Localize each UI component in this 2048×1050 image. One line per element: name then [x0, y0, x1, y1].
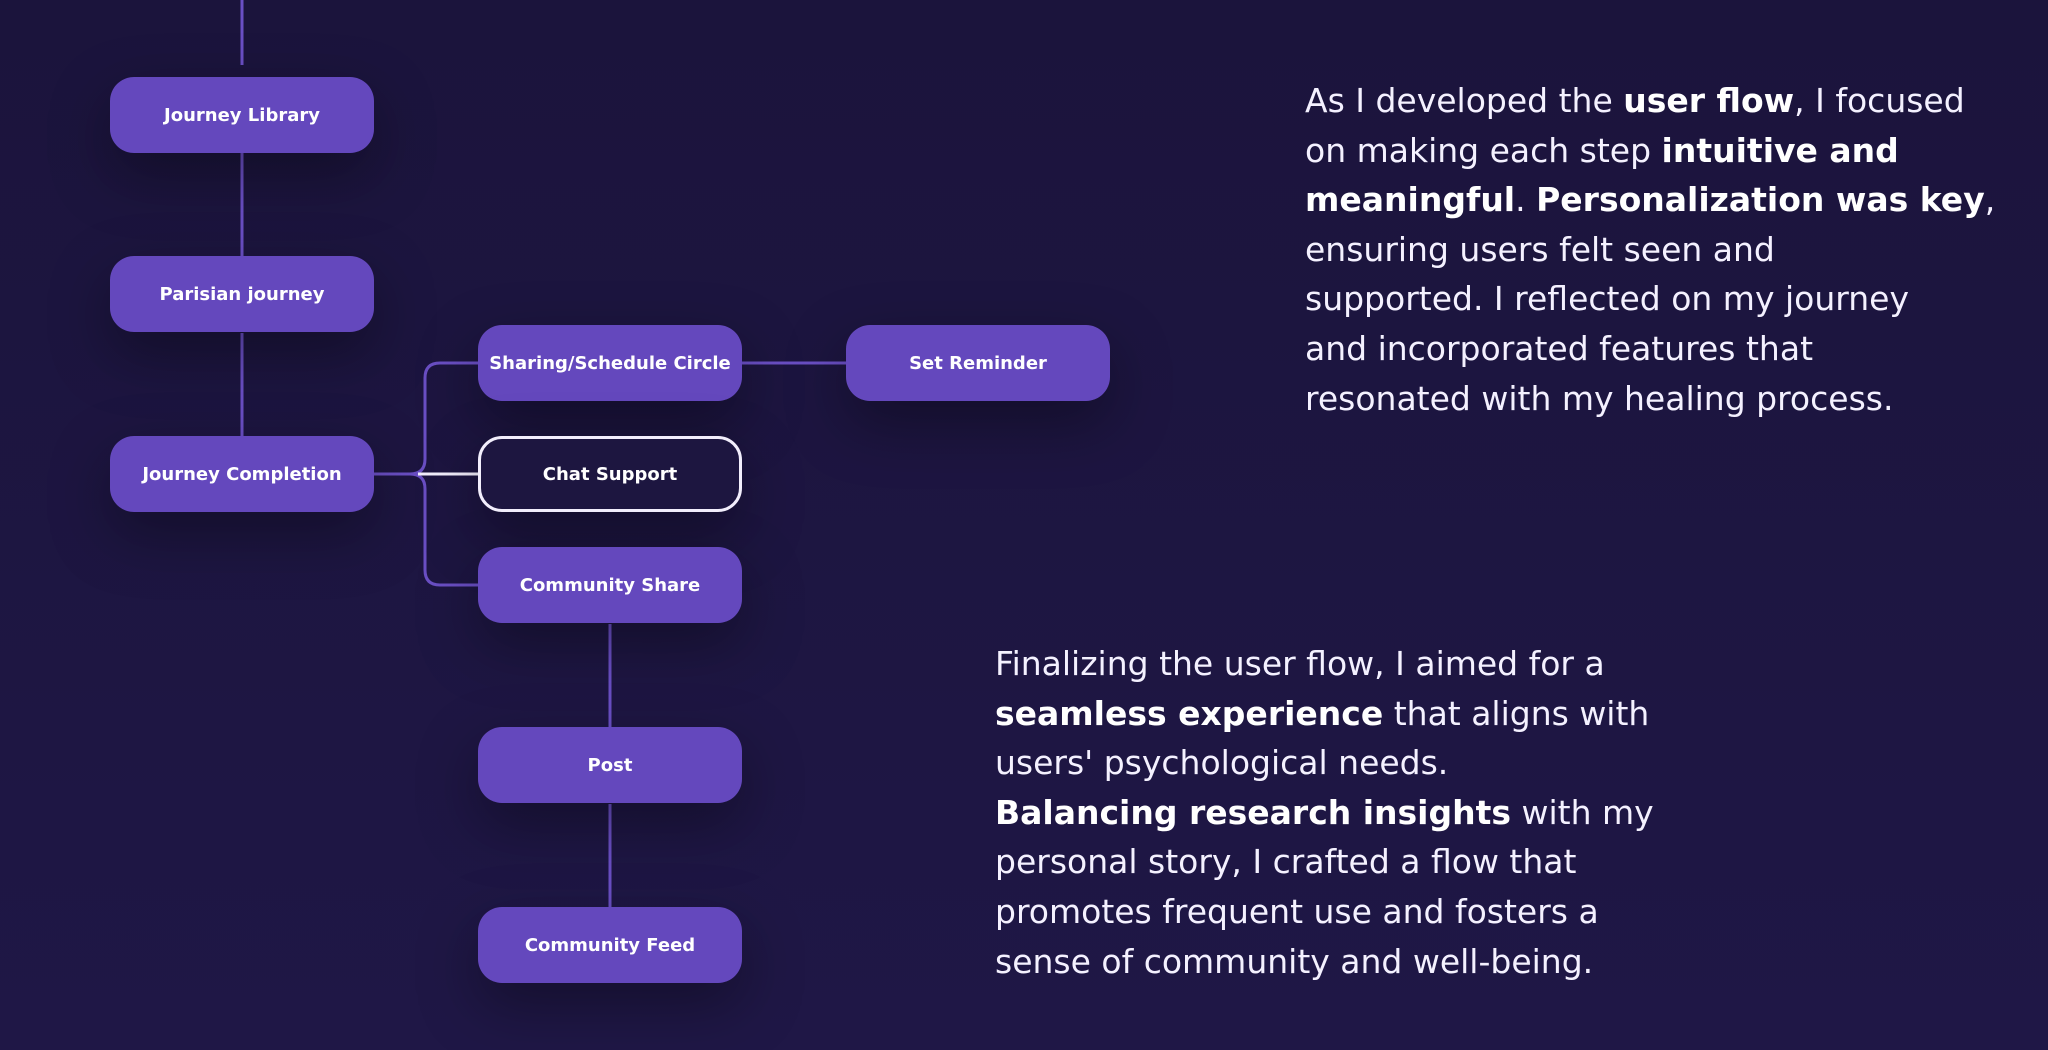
text-run: that aligns with — [1383, 693, 1650, 733]
text-line: seamless experience that aligns with — [995, 689, 1654, 739]
node-community-feed[interactable]: Community Feed — [478, 907, 742, 983]
text-run: , — [1984, 180, 1996, 220]
text-run: on making each step — [1305, 130, 1662, 170]
emphasis-text: user flow — [1623, 81, 1795, 120]
node-community-share[interactable]: Community Share — [478, 547, 742, 623]
node-journey-library[interactable]: Journey Library — [110, 77, 374, 153]
emphasis-text: intuitive and — [1661, 130, 1899, 170]
text-line: Finalizing the user flow, I aimed for a — [995, 644, 1605, 683]
description-paragraph-1: As I developed the user flow, I focused … — [1305, 76, 1995, 423]
node-label: Community Feed — [524, 934, 696, 956]
node-label: Post — [587, 754, 633, 776]
node-label: Journey Library — [164, 104, 320, 126]
node-set-reminder[interactable]: Set Reminder — [846, 325, 1110, 401]
node-label: Chat Support — [542, 463, 678, 485]
text-line: Balancing research insights with my — [995, 788, 1654, 838]
text-run: As I developed the — [1305, 81, 1624, 120]
emphasis-text: Personalization was key — [1536, 180, 1985, 220]
node-parisian-journey[interactable]: Parisian journey — [110, 256, 374, 332]
emphasis-text: Balancing research insights — [995, 792, 1512, 832]
text-line: and incorporated features that — [1305, 328, 1814, 368]
node-journey-completion[interactable]: Journey Completion — [110, 436, 374, 512]
emphasis-text: seamless experience — [995, 693, 1384, 733]
text-line: meaningful. Personalization was key, — [1305, 175, 1995, 225]
text-run: . — [1515, 180, 1537, 220]
node-chat-support[interactable]: Chat Support — [478, 436, 742, 512]
text-line: As I developed the user flow, I focused — [1305, 76, 1995, 126]
node-label: Community Share — [519, 574, 701, 596]
node-label: Journey Completion — [142, 463, 342, 485]
text-line: on making each step intuitive and — [1305, 126, 1995, 176]
text-run: with my — [1511, 792, 1654, 832]
text-line: supported. I reflected on my journey — [1305, 279, 1909, 319]
connector-completion-to-community-share — [374, 472, 478, 587]
node-post[interactable]: Post — [478, 727, 742, 803]
node-label: Set Reminder — [909, 352, 1047, 374]
node-label: Sharing/Schedule Circle — [489, 352, 731, 374]
text-line: promotes frequent use and fosters a — [995, 891, 1599, 931]
node-label: Parisian journey — [159, 283, 325, 305]
text-line: sense of community and well-being. — [995, 941, 1594, 981]
text-line: ensuring users felt seen and — [1305, 229, 1775, 269]
emphasis-text: meaningful — [1305, 180, 1516, 220]
node-sharing-schedule-circle[interactable]: Sharing/Schedule Circle — [478, 325, 742, 401]
text-line: resonated with my healing process. — [1305, 378, 1894, 418]
text-line: users' psychological needs. — [995, 743, 1449, 783]
text-line: personal story, I crafted a flow that — [995, 842, 1577, 882]
text-run: , I focused — [1794, 81, 1965, 120]
description-paragraph-2: Finalizing the user flow, I aimed for a … — [995, 639, 1654, 986]
connector-completion-to-sharing — [374, 361, 478, 476]
